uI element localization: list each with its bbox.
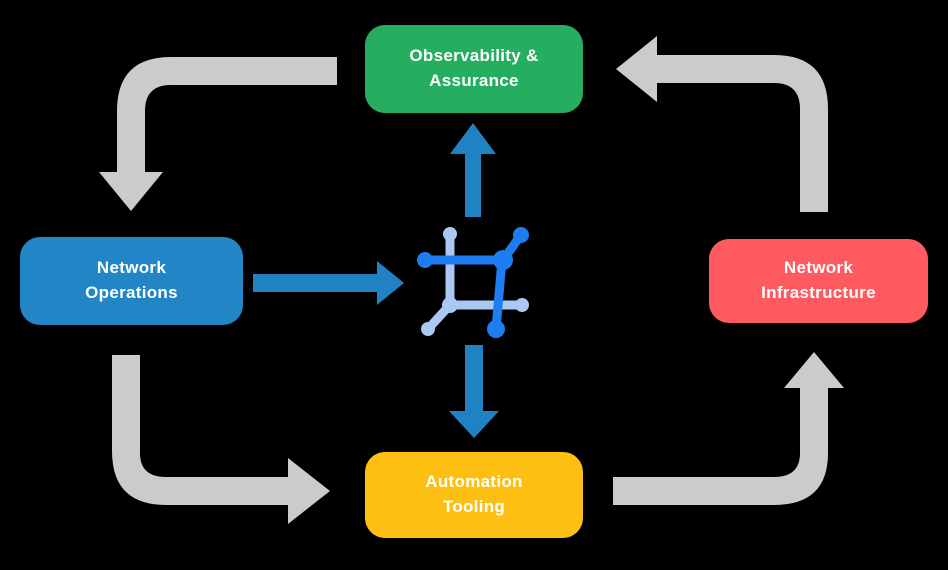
icon-node-top-right [513, 227, 529, 243]
network-automation-icon [417, 227, 529, 338]
icon-node-right [515, 298, 529, 312]
center-arrow-down [449, 345, 499, 438]
icon-node-corner-bl [442, 297, 458, 313]
icon-dark-vertical-line [491, 255, 507, 334]
center-arrow-up [450, 123, 496, 217]
cycle-arrow-bottom-right [613, 352, 844, 505]
center-arrow-right [253, 261, 404, 305]
node-operations-label: Network Operations [85, 258, 178, 302]
node-observability-label: Observability & Assurance [409, 46, 539, 90]
cycle-arrow-top-right [616, 36, 828, 212]
node-tooling-label: Automation Tooling [425, 472, 523, 516]
icon-node-corner-tr [493, 250, 513, 270]
node-automation-tooling: Automation Tooling [365, 452, 583, 538]
node-network-operations: Network Operations [20, 237, 243, 325]
icon-node-bottom-left [421, 322, 435, 336]
cycle-arrow-top-left [99, 57, 337, 211]
icon-node-top [443, 227, 457, 241]
icon-node-left [417, 252, 433, 268]
cycle-arrow-bottom-left [112, 355, 330, 524]
node-observability-assurance: Observability & Assurance [365, 25, 583, 113]
icon-node-bottom [487, 320, 505, 338]
node-infrastructure-label: Network Infrastructure [761, 258, 876, 302]
node-network-infrastructure: Network Infrastructure [709, 239, 928, 323]
